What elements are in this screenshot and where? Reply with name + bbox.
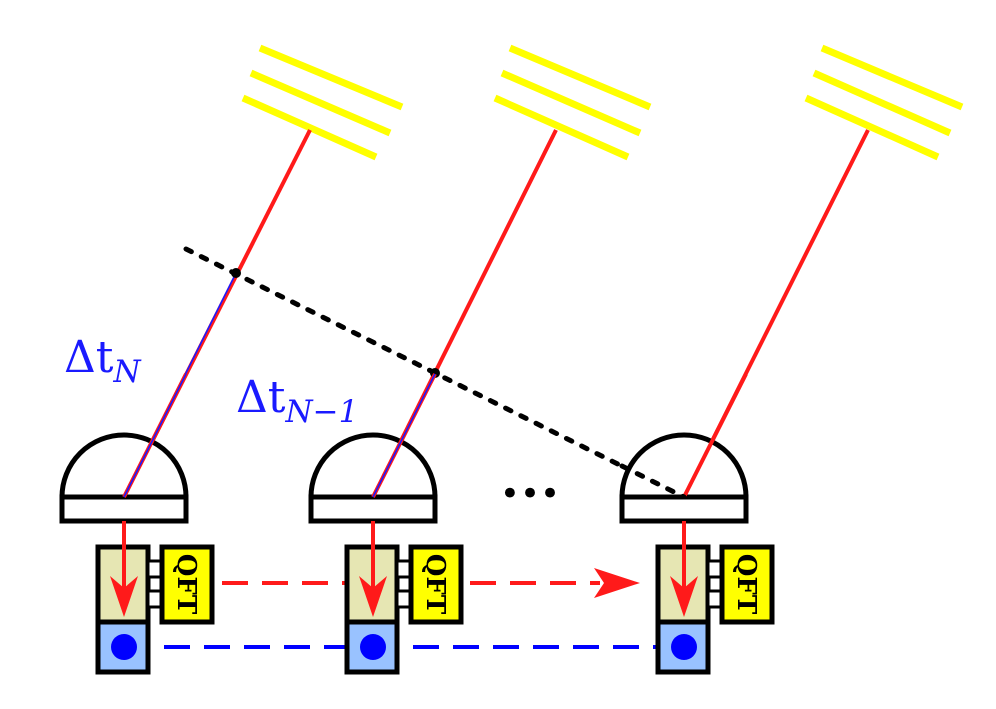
delay-segment-n-minus-1-inner	[372, 373, 436, 498]
beam-3-inner	[682, 373, 748, 498]
wavefront-intersection-1	[231, 268, 241, 278]
qft-label-1: QFT	[171, 554, 201, 615]
qft-module-3	[719, 544, 775, 625]
station-2: QFT	[344, 521, 464, 675]
delay-label-n-minus-1-base: Δt	[236, 372, 286, 423]
delay-label-n: ΔtN	[64, 332, 142, 390]
qft-module-1	[159, 544, 215, 625]
telescope-1	[59, 432, 189, 524]
qubit-2	[360, 634, 386, 660]
source-2	[493, 44, 652, 161]
delay-label-n-sub: N	[112, 354, 142, 390]
telescope-2	[308, 432, 438, 524]
qft-module-2	[408, 544, 464, 625]
beam-arrowhead-3	[670, 576, 698, 617]
source-1	[241, 44, 404, 161]
station-1: QFT	[95, 521, 215, 675]
qubit-3	[671, 634, 697, 660]
delay-label-n-base: Δt	[64, 332, 114, 383]
red-arrowhead	[594, 568, 640, 598]
qft-label-2: QFT	[420, 554, 450, 615]
beam-arrowhead-1	[110, 576, 138, 617]
delay-label-n-minus-1: ΔtN−1	[236, 372, 358, 430]
ellipsis: •••	[500, 474, 560, 514]
delay-label-n-minus-1-sub: N−1	[284, 394, 358, 430]
qubit-1	[111, 634, 137, 660]
beam-arrowhead-2	[359, 576, 387, 617]
source-3	[804, 44, 964, 161]
delay-segment-n-inner	[123, 373, 187, 498]
station-3: QFT	[655, 521, 775, 675]
wavefront-inner	[619, 463, 687, 500]
qft-label-3: QFT	[731, 554, 761, 615]
